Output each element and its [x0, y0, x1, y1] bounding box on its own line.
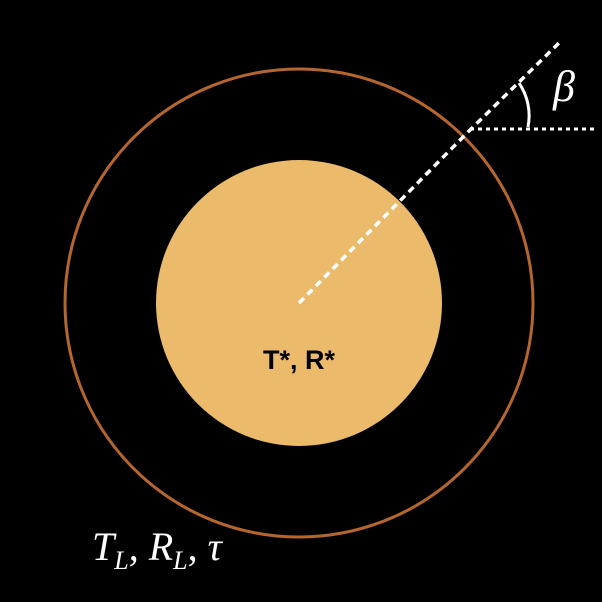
layer-label-r: R [148, 524, 173, 569]
layer-label: TL, RL, τ [92, 524, 224, 575]
layer-label-r-sub: L [172, 546, 187, 575]
layer-label-tau: τ [208, 524, 224, 569]
layer-label-t-sub: L [113, 546, 128, 575]
layer-label-t: T [92, 524, 117, 569]
radial-dashed-line [297, 130, 470, 305]
angle-label: β [552, 62, 575, 111]
star-label: T*, R* [263, 345, 336, 375]
outer-layer-ring [63, 67, 535, 539]
layer-label-sep1: , [129, 524, 149, 569]
layer-label-sep2: , [188, 524, 208, 569]
ray-direction-line [466, 38, 564, 134]
angle-arc [517, 82, 531, 128]
